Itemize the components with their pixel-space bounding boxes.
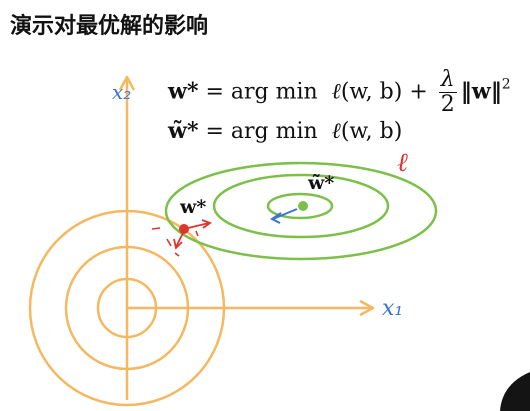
loss-gradient-arrow	[272, 208, 298, 220]
eq1-loss-symbol: ℓ	[331, 79, 341, 105]
red-dash-4	[195, 230, 199, 237]
equation-regularized: w* = arg min ℓ(w, b) + λ 2 ‖w‖2	[168, 68, 511, 117]
eq2-args: (w, b)	[340, 119, 403, 144]
red-dash-1	[151, 227, 161, 230]
equation-unregularized: w̃* = arg min ℓ(w, b)	[168, 118, 402, 144]
eq1-equals: =	[205, 79, 224, 105]
penalty-contour-inner	[96, 277, 158, 339]
eq1-frac-denominator: 2	[438, 92, 457, 117]
loss-contour-inner	[266, 192, 334, 220]
loss-contour-middle	[212, 173, 390, 239]
eq1-plus: +	[409, 79, 428, 105]
eq1-argmin: arg min	[230, 79, 318, 105]
loss-contour-label: ℓ	[397, 148, 408, 178]
label-w-tilde-star: w̃*	[308, 172, 335, 194]
axis-label-x2: x₂	[112, 80, 132, 104]
loss-contour-outer	[164, 161, 438, 261]
eq1-frac-numerator: λ	[440, 67, 455, 92]
corner-shadow-shape	[500, 372, 530, 411]
y-axis-arrow	[118, 75, 136, 91]
eq2-equals: =	[205, 119, 224, 144]
red-dash-2	[166, 238, 172, 247]
label-w-star: w*	[180, 196, 207, 218]
eq1-fraction: λ 2	[438, 67, 457, 117]
penalty-contour-outer	[28, 209, 226, 407]
eq1-norm: ‖w‖	[460, 78, 502, 105]
red-arrowhead-right	[201, 219, 212, 229]
penalty-contour-middle	[64, 245, 190, 371]
slide-title: 演示对最优解的影响	[10, 14, 209, 39]
eq2-argmin: arg min	[230, 119, 318, 144]
x-axis-arrow	[359, 299, 375, 317]
red-dash-3	[174, 252, 180, 257]
eq1-lhs: w*	[168, 78, 199, 105]
eq1-args: (w, b)	[340, 79, 403, 105]
axis-label-x1: x₁	[382, 296, 404, 321]
regularized-optimum-point	[179, 224, 189, 234]
eq2-lhs: w̃*	[168, 118, 199, 144]
eq1-exponent: 2	[501, 76, 511, 93]
eq2-loss-symbol: ℓ	[331, 119, 341, 144]
red-arrowhead-down	[173, 238, 183, 250]
red-arrow-right	[187, 222, 210, 229]
red-arrow-down	[175, 232, 184, 248]
loss-gradient-arrowhead	[270, 212, 282, 224]
unregularized-optimum-point	[298, 201, 308, 211]
